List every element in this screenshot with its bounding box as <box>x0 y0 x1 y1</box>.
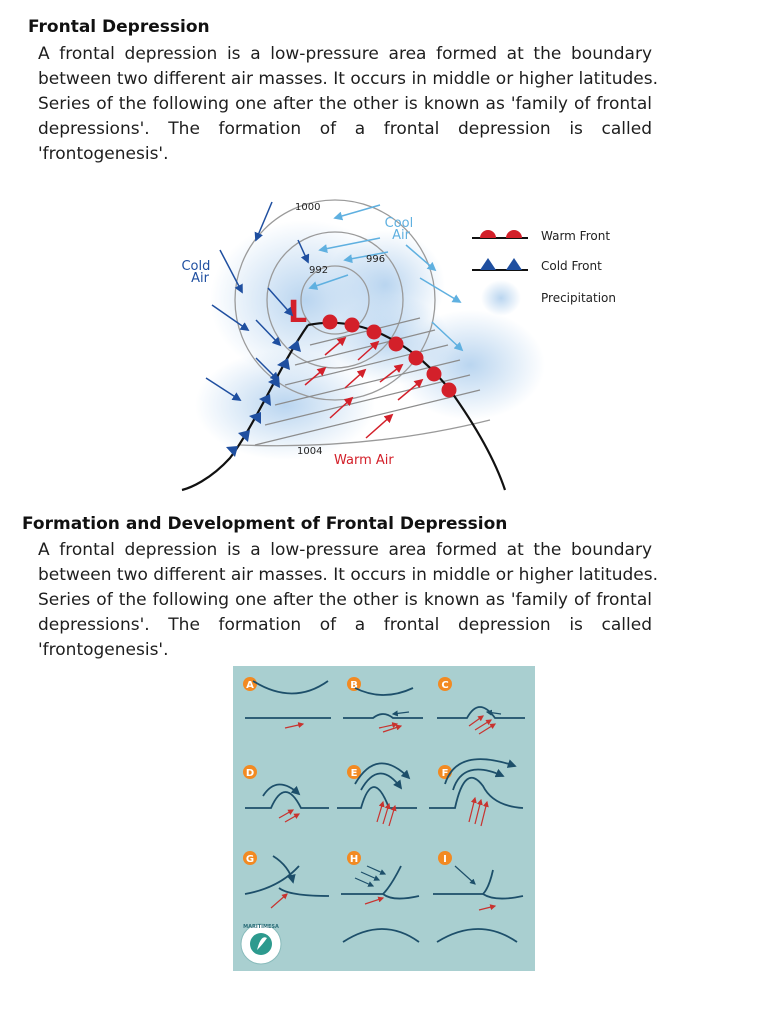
legend: Warm Front Cold Front Precipitation <box>472 229 616 316</box>
paragraph-line: 'frontogenesis'. <box>38 144 169 164</box>
cold-air-arrows <box>205 201 310 401</box>
paragraph-line: Series of the following one after the ot… <box>38 590 652 610</box>
stage-f-flow <box>452 768 505 791</box>
stage-i-front <box>482 893 524 900</box>
isobar-labels: 1000 996 992 1004 <box>295 202 385 457</box>
stage-e-flow <box>360 772 403 791</box>
section-title-frontal-depression: Frontal Depression <box>28 17 210 37</box>
stage-c-front <box>437 706 525 719</box>
svg-text:Precipitation: Precipitation <box>541 291 616 305</box>
isobar-label-996: 996 <box>366 254 385 265</box>
stage-d-front <box>245 791 329 809</box>
warm-front-symbols <box>322 314 457 398</box>
frontal-depression-stages-diagram: A B C D E F G H I <box>233 666 535 971</box>
paragraph-line: depressions'. The formation of a frontal… <box>38 615 652 635</box>
panel-label-h: H <box>350 854 358 865</box>
panel-label-a: A <box>246 680 254 691</box>
paragraph-line: A frontal depression is a low-pressure a… <box>38 44 652 64</box>
svg-text:MARITIMESA: MARITIMESA <box>243 924 279 930</box>
svg-text:Warm Front: Warm Front <box>541 229 610 243</box>
cold-front-line <box>181 324 309 492</box>
legend-cold-front: Cold Front <box>472 258 602 273</box>
stage-g-front <box>244 865 300 895</box>
paragraph-line: 'frontogenesis'. <box>38 640 169 660</box>
warm-air-arrows <box>304 336 424 439</box>
paragraph-line: depressions'. The formation of a frontal… <box>38 119 652 139</box>
cold-air-label: Cold Air <box>181 259 214 286</box>
panel-label-b: B <box>350 680 358 691</box>
svg-text:Cold Front: Cold Front <box>541 259 602 273</box>
panel-label-f: F <box>442 768 449 779</box>
low-pressure-symbol: L <box>288 295 307 330</box>
paragraph-line: between two different air masses. It occ… <box>38 565 658 585</box>
section-title-formation-development: Formation and Development of Frontal Dep… <box>22 514 508 534</box>
stage-a-front <box>252 680 329 695</box>
stages-background <box>233 666 535 971</box>
isobar-label-1000: 1000 <box>295 202 320 213</box>
frontal-depression-paragraph: A frontal depression is a low-pressure a… <box>38 42 658 167</box>
maritimesa-logo: MARITIMESA <box>240 923 282 965</box>
paragraph-line: between two different air masses. It occ… <box>38 69 658 89</box>
warm-air-label: Warm Air <box>334 453 394 468</box>
formation-paragraph: A frontal depression is a low-pressure a… <box>38 538 658 663</box>
frontal-depression-diagram: L 1000 996 992 1004 Co <box>181 199 616 492</box>
stage-g-flow <box>272 855 296 884</box>
stage-e-flow <box>354 762 411 785</box>
stage-b-front <box>354 687 414 696</box>
stage-fronts <box>244 680 525 943</box>
isobar-label-992: 992 <box>309 265 328 276</box>
stage-cold-arrows <box>354 709 502 887</box>
panel-label-g: G <box>246 854 254 865</box>
legend-warm-front: Warm Front <box>472 229 610 243</box>
legend-precipitation: Precipitation <box>481 280 616 316</box>
cold-front-symbols <box>226 340 301 457</box>
isobar-label-1004: 1004 <box>297 446 322 457</box>
stage-i-high <box>436 928 518 943</box>
panel-label-d: D <box>246 768 254 779</box>
stage-h-front <box>382 893 420 900</box>
panel-badges: A B C D E F G H I <box>243 677 452 865</box>
paragraph-line: A frontal depression is a low-pressure a… <box>38 540 652 560</box>
stage-f-flow <box>444 758 517 785</box>
panel-label-e: E <box>351 768 358 779</box>
panel-label-i: I <box>443 854 447 865</box>
paragraph-line: Series of the following one after the ot… <box>38 94 652 114</box>
stage-warm-arrows <box>270 715 497 911</box>
stage-g-front <box>278 887 330 897</box>
panel-label-c: C <box>441 680 448 691</box>
cool-air-label: Cool Air <box>385 216 418 243</box>
isobars <box>234 199 491 447</box>
stage-h-high <box>342 928 420 943</box>
cool-air-arrows <box>308 204 464 352</box>
stage-b-polar-front <box>343 713 423 719</box>
stage-d-flow <box>262 783 301 797</box>
stage-f-front <box>429 776 524 809</box>
